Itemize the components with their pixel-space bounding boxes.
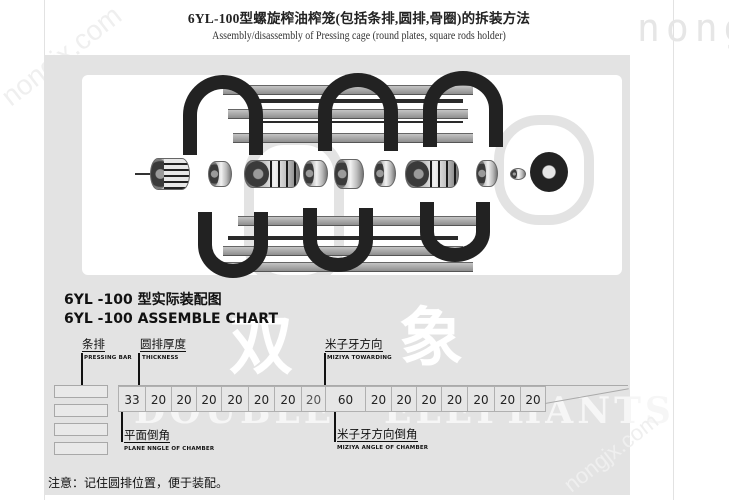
pressing-bar-leader	[81, 353, 83, 385]
cone	[334, 159, 364, 189]
plate: 20	[520, 386, 546, 412]
label-miziya-towarding-cn: 米子牙方向	[325, 337, 383, 352]
outlet-disk	[530, 152, 568, 192]
title-chinese: 6YL-100型螺旋榨油榨笼(包括条排,圆排,骨圈)的拆装方法	[187, 11, 531, 26]
label-miziya-angle-cn: 米子牙方向倒角	[337, 427, 418, 442]
plate-top-line	[118, 385, 628, 386]
assemble-chart-heading-en: 6YL -100 ASSEMBLE CHART	[64, 311, 279, 327]
lower-cage	[198, 202, 490, 282]
label-pressing-bar-cn: 条排	[82, 337, 105, 352]
plate: 33	[118, 386, 145, 412]
assemble-chart-heading-cn: 6YL -100 型实际装配图	[64, 292, 222, 308]
pressing-bar-2	[54, 404, 108, 417]
upper-cage	[183, 71, 503, 155]
plate: 20	[365, 386, 391, 412]
plate: 20	[416, 386, 441, 412]
plate: 20	[196, 386, 221, 412]
label-miziya-towarding-en: MIZIYA TOWARDING	[327, 355, 392, 361]
logo-char-right: 象	[399, 302, 463, 376]
plate: 20	[145, 386, 171, 412]
lower-band-mid	[303, 208, 373, 272]
plate: 20	[248, 386, 274, 412]
plate: 20	[301, 386, 325, 412]
plane-angle-leader	[121, 412, 123, 442]
label-thickness-cn: 圆排厚度	[140, 337, 186, 352]
parts-row	[0, 148, 729, 198]
label-plane-angle-cn: 平面倒角	[124, 428, 170, 443]
lower-band-right	[420, 202, 490, 262]
pressing-bar-4	[54, 442, 108, 455]
lower-band-left	[198, 212, 268, 278]
miziya-towarding-leader	[324, 353, 326, 386]
label-thickness-en: THICKNESS	[142, 355, 179, 361]
pressing-bar-1	[54, 385, 108, 398]
ring-3	[374, 160, 396, 187]
ring-1	[208, 161, 232, 187]
worm-set-2	[405, 160, 459, 188]
upper-band-right	[423, 71, 503, 147]
worm-set-1	[244, 160, 300, 188]
plate: 20	[441, 386, 467, 412]
thickness-leader	[138, 353, 140, 386]
plate: 20	[391, 386, 416, 412]
label-plane-angle-en: PLANE NNGLE OF CHAMBER	[124, 446, 215, 452]
plate: 20	[494, 386, 520, 412]
feed-end-shaft	[150, 158, 190, 190]
title-english: Assembly/disassembly of Pressing cage (r…	[212, 30, 506, 42]
plate: 60	[325, 386, 365, 412]
logo-char-left: 双	[229, 310, 293, 384]
plate: 20	[221, 386, 248, 412]
logo-shape-right	[494, 115, 594, 225]
pressing-bar-3	[54, 423, 108, 436]
plate: 20	[171, 386, 196, 412]
ring-2	[303, 160, 328, 187]
ring-4	[476, 160, 498, 187]
assembly-note: 注意：记住圆排位置，便于装配。	[48, 476, 229, 490]
plate: 20	[467, 386, 494, 412]
shaft	[135, 173, 157, 175]
watermark-top-right: nongjx.com	[637, 6, 729, 50]
label-pressing-bar-en: PRESSING BAR	[84, 355, 132, 361]
small-bush	[510, 168, 526, 180]
plate: 20	[274, 386, 301, 412]
upper-band-mid	[318, 73, 398, 151]
label-miziya-angle-en: MIZIYA ANGLE OF CHAMBER	[337, 445, 429, 451]
upper-band-left	[183, 75, 263, 155]
miziya-angle-leader	[334, 412, 336, 442]
